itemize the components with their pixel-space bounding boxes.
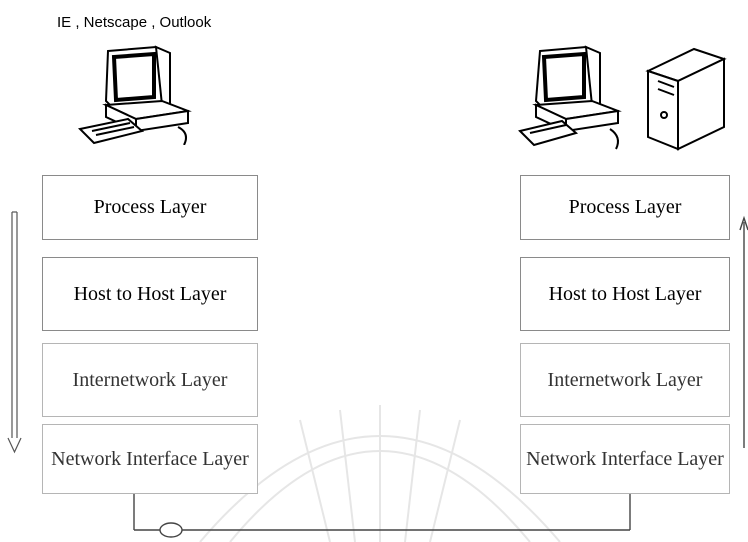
network-cable [133,494,631,538]
down-arrow-icon [7,211,22,454]
client-applications-caption: IE , Netscape , Outlook [57,14,212,31]
right-internetwork-layer: Internetwork Layer [520,343,730,417]
left-host-to-host-layer: Host to Host Layer [42,257,258,331]
right-process-layer: Process Layer [520,175,730,240]
desktop-computer-icon [78,45,192,145]
up-arrow-icon [739,215,748,448]
right-network-interface-layer: Network Interface Layer [520,424,730,494]
left-internetwork-layer: Internetwork Layer [42,343,258,417]
server-with-workstation-icon [518,45,727,151]
left-network-interface-layer: Network Interface Layer [42,424,258,494]
right-host-to-host-layer: Host to Host Layer [520,257,730,331]
left-process-layer: Process Layer [42,175,258,240]
